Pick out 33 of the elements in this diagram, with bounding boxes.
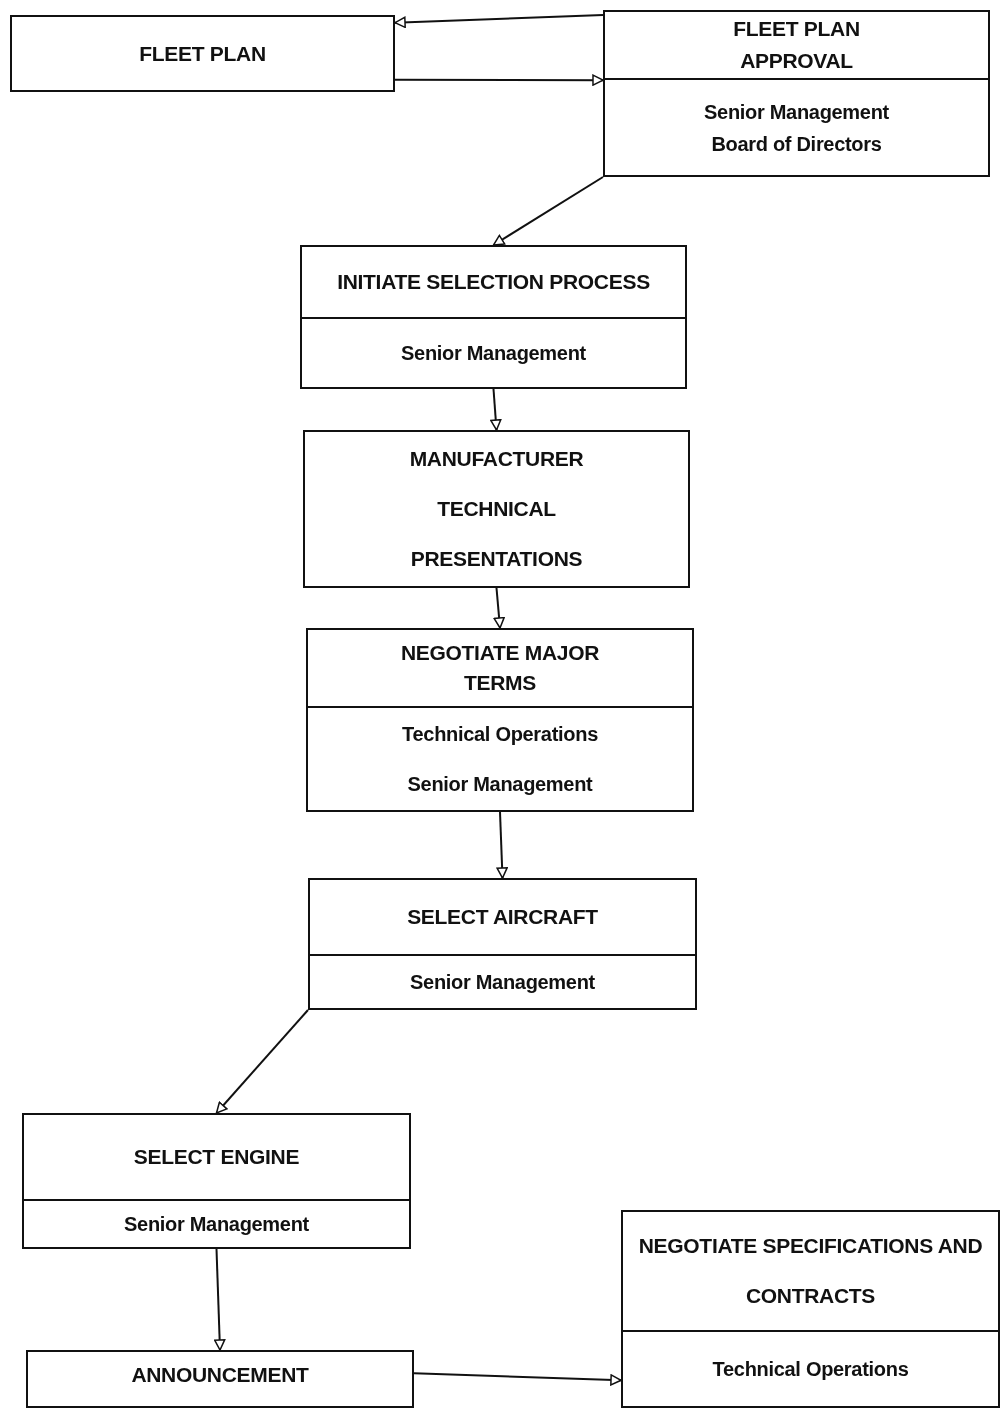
arrow — [213, 1248, 226, 1351]
arrow — [413, 1372, 622, 1386]
arrow — [215, 1009, 309, 1114]
process-box — [303, 430, 690, 588]
step-title: FLEET PLAN — [139, 40, 266, 67]
step-title: ANNOUNCEMENT — [131, 1362, 309, 1388]
responsible-party: Senior Management — [410, 970, 595, 995]
responsible-party: Senior Management — [124, 1212, 309, 1237]
process-box — [300, 245, 687, 389]
process-box — [621, 1210, 1000, 1408]
process-box — [308, 878, 697, 1010]
arrow — [492, 176, 604, 246]
process-box — [603, 10, 990, 177]
step-title: MANUFACTURER TECHNICAL PRESENTATIONS — [408, 446, 585, 572]
responsible-party: Senior Management — [401, 341, 586, 366]
step-title: SELECT ENGINE — [133, 1144, 300, 1170]
arrow — [496, 811, 508, 879]
process-box — [26, 1350, 414, 1408]
responsible-party: Technical Operations — [712, 1357, 909, 1382]
step-title: INITIATE SELECTION PROCESS — [337, 269, 650, 295]
arrow — [394, 14, 604, 29]
process-box — [306, 628, 694, 812]
step-title: SELECT AIRCRAFT — [407, 904, 598, 930]
arrow — [394, 74, 604, 86]
process-box — [22, 1113, 411, 1249]
step-title: FLEET PLAN APPROVAL — [732, 16, 861, 74]
step-title: NEGOTIATE SPECIFICATIONS AND CONTRACTS — [637, 1233, 984, 1309]
responsible-party: Technical Operations Senior Management — [401, 722, 599, 797]
arrow — [490, 388, 502, 431]
responsible-party: Senior Management Board of Directors — [703, 99, 890, 157]
step-title: NEGOTIATE MAJOR TERMS — [399, 640, 601, 696]
arrow — [493, 587, 505, 629]
process-box — [10, 15, 395, 92]
